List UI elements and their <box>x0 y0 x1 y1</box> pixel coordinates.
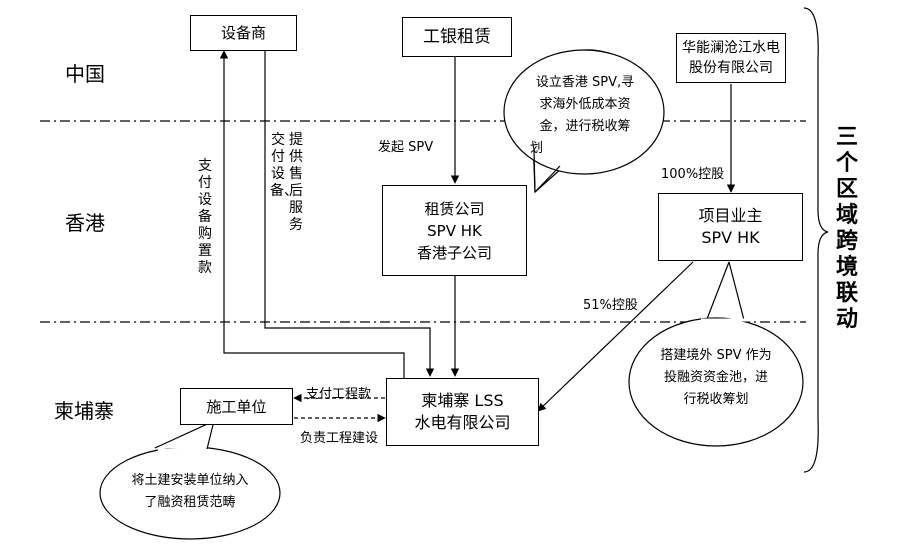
box-lss-line-1: 柬埔寨 LSS <box>421 391 504 410</box>
bubble-overseas-spv: 搭建境外 SPV 作为 投融资资金池，进 行税收筹划 <box>640 345 792 411</box>
box-leasing-spv: 租赁公司 SPV HK 香港子公司 <box>382 185 527 276</box>
bubble-hk-spv-line-3: 金，进行税收筹 <box>539 119 631 134</box>
box-icbc-label: 工银租赁 <box>423 27 491 47</box>
box-leasing-line-3: 香港子公司 <box>416 243 492 262</box>
bubble-hk-spv-line-1: 设立香港 SPV,寻 <box>535 75 635 90</box>
bubble-hk-spv-line-2: 求海外低成本资 <box>539 97 631 112</box>
box-lss-line-2: 水电有限公司 <box>414 413 511 432</box>
region-cambodia: 柬埔寨 <box>54 399 114 423</box>
label-holding-51: 51%控股 <box>583 298 638 313</box>
bubble-hk-spv-line-4: 划 <box>530 141 544 156</box>
bubble-overseas-spv-shape <box>700 262 740 318</box>
box-leasing-line-2: SPV HK <box>427 221 482 240</box>
right-brace <box>803 7 829 473</box>
box-huaneng: 华能澜沧江水电 股份有限公司 <box>676 33 786 83</box>
bubble-overseas-line-1: 搭建境外 SPV 作为 <box>660 348 772 363</box>
box-huaneng-line-2: 股份有限公司 <box>689 60 773 76</box>
bubble-overseas-line-2: 投融资资金池，进 <box>663 370 768 385</box>
box-owner-line-1: 项目业主 <box>698 206 763 225</box>
box-lss-hydropower: 柬埔寨 LSS 水电有限公司 <box>386 378 539 446</box>
box-project-owner: 项目业主 SPV HK <box>658 193 803 261</box>
box-icbc-leasing: 工银租赁 <box>402 17 512 57</box>
arrow-lss-to-equipment <box>219 50 405 379</box>
box-huaneng-line-1: 华能澜沧江水电 <box>682 40 780 56</box>
region-china: 中国 <box>65 62 105 86</box>
bubble-hk-spv: 设立香港 SPV,寻 求海外低成本资 金，进行税收筹 划 <box>520 72 650 160</box>
bubble-civil-line-1: 将土建安装单位纳入 <box>131 473 249 488</box>
box-construction-label: 施工单位 <box>206 397 267 416</box>
arrow-equipment-to-lss <box>264 51 435 377</box>
box-construction-unit: 施工单位 <box>180 388 293 425</box>
label-pay-construction: 支付工程款 <box>306 387 372 402</box>
label-initiate-spv: 发起 SPV <box>378 140 434 155</box>
label-pay-equipment: 支付设备购置款 <box>198 158 212 276</box>
box-equipment-label: 设备商 <box>220 24 266 42</box>
bubble-overseas-line-3: 行税收筹划 <box>683 392 749 407</box>
box-equipment-supplier: 设备商 <box>190 15 297 51</box>
bubble-civil: 将土建安装单位纳入 了融资租赁范畴 <box>115 470 265 514</box>
label-responsible-construction: 负责工程建设 <box>300 431 379 446</box>
label-deliver-equipment-1: 交付设备、 <box>270 132 298 199</box>
box-owner-line-2: SPV HK <box>701 228 760 247</box>
arrow-owner-to-lss <box>537 261 694 412</box>
box-leasing-line-1: 租赁公司 <box>424 199 485 218</box>
label-deliver-equipment-2: 提供售后服务 <box>289 132 303 233</box>
label-holding-100: 100%控股 <box>661 167 725 182</box>
region-hongkong: 香港 <box>65 211 105 235</box>
bubble-civil-line-2: 了融资租赁范畴 <box>144 495 236 510</box>
side-label-cross-border: 三个区域跨境联动 <box>835 125 858 332</box>
